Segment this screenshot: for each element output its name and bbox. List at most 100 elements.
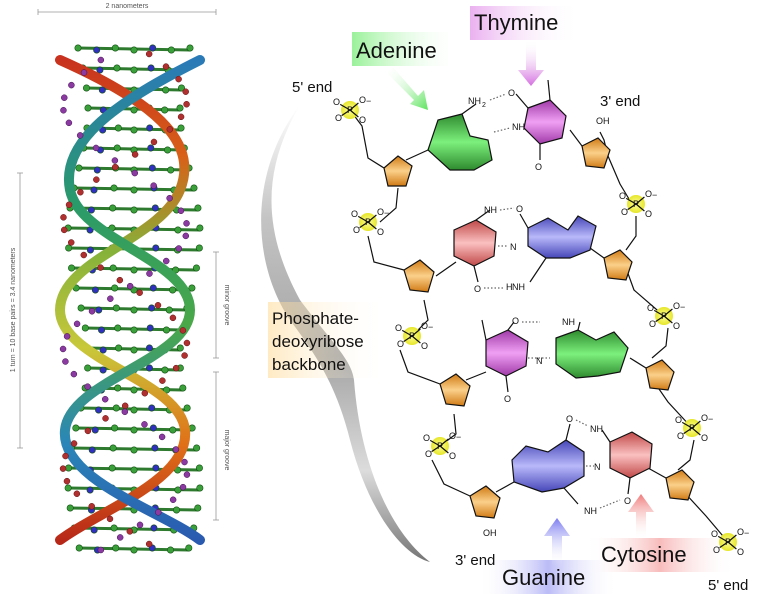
backbone-atom-pair [67,239,183,252]
backbone-atom-pair [97,264,153,277]
backbone-atom-pair [80,63,170,76]
negative-charge: − [680,302,685,312]
base-pair-rung [81,324,187,334]
svg-text:NH: NH [590,424,603,434]
backbone-atom-pair [61,88,189,101]
backbone-atom-pair [84,427,166,441]
cytosine-glow [585,538,735,572]
svg-text:N: N [594,462,601,472]
negative-charge: − [428,322,433,332]
negative-charge: − [456,432,461,442]
backbone-atom-pair [62,352,188,365]
svg-text:H: H [506,282,513,292]
base-pair-cytosine-guanine-1: NH O O N H NH [453,204,597,294]
svg-text:NH: NH [484,205,497,215]
backbone-atom-pair [102,415,148,428]
oxygen-atom: O [649,319,656,329]
backbone-atom-pair [121,402,129,416]
svg-text:NH: NH [512,122,525,132]
turn-label: 1 turn = 10 base pairs = 3.4 nanometers [10,247,17,372]
oxygen-atom: O [675,415,682,425]
base-pair-rung [75,544,193,554]
oxygen-atom: O [713,545,720,555]
oxygen-atom: O [377,207,384,217]
oxygen-atom: O [397,339,404,349]
backbone-ribbon-1 [54,55,191,545]
dna-3d-model: 2 nanometers 1 turn = 10 base pairs = 3.… [10,3,230,554]
backbone-atom-pair [73,314,177,328]
sugar-7 [469,485,501,519]
svg-text:O: O [566,414,573,424]
oxygen-atom: O [701,413,708,423]
base-pair-rung [64,224,204,234]
negative-charge: − [744,528,749,538]
guanine-label: Guanine [502,565,585,590]
svg-text:OH: OH [483,528,497,538]
oxygen-atom: O [619,191,626,201]
backbone-brace [261,105,430,562]
backbone-atom-pair [92,138,158,152]
svg-text:NH: NH [562,317,575,327]
oxygen-atom: O [701,433,708,443]
backbone-atom-pair [59,465,191,478]
backbone-atom-pair [97,50,153,64]
backbone-atom-pair [59,339,191,353]
svg-text:O: O [535,162,542,172]
svg-text:NH: NH [468,96,481,106]
backbone-atom-pair [70,440,180,453]
negative-charge: − [708,414,713,424]
atom-spheres [59,50,191,554]
oxygen-atom: O [621,207,628,217]
backbone-label-line-2: deoxyribose [272,332,364,351]
backbone-atom-pair [63,327,187,340]
thymine-arrow [518,40,544,86]
backbone-atom-pair [84,377,166,390]
backbone-label-line-1: Phosphate- [272,309,359,328]
svg-text:O: O [512,316,519,326]
svg-text:N: N [510,242,517,252]
thymine-base-2 [485,329,529,377]
base-pair-guanine-cytosine-2: O NH NH O N [511,414,653,516]
base-pair-rung [72,284,196,294]
minor-groove-bar: minor groove [213,251,230,359]
width-scale-bar: 2 nanometers [37,3,217,15]
glycosidic-bonds [405,129,667,493]
cytosine-base-2 [609,431,653,479]
thymine-label: Thymine [474,10,558,35]
oxygen-atom: O [449,431,456,441]
backbone-atom-pair [65,201,185,215]
sugar-4 [603,249,633,281]
svg-text:OH: OH [596,116,610,126]
major-groove-bar: major groove [213,371,230,521]
backbone-atom-pair [60,101,190,114]
width-label: 2 nanometers [106,3,149,10]
oxygen-atom: O [673,321,680,331]
svg-text:O: O [474,284,481,294]
base-pair-rung [72,424,196,434]
adenine-glow [352,32,462,66]
oxygen-atom: O [677,431,684,441]
base-pair-rung [84,104,184,114]
oxygen-atom: O [737,547,744,557]
turn-scale-bar: 1 turn = 10 base pairs = 3.4 nanometers [10,172,23,449]
backbone-atom-pair [116,276,134,290]
end-label-bottom-left: 3' end [455,552,495,569]
backbone-atom-pair [60,226,190,240]
adenine-arrow [386,66,428,110]
oxygen-atom: O [353,225,360,235]
backbone-atom-pair [60,214,190,227]
backbone-atom-pair [65,113,185,127]
oxygen-atom: O [425,449,432,459]
cytosine-base [453,219,497,267]
adenine-base [427,113,493,171]
backbone-atom-pair [101,389,149,403]
backbone-ribbon-2 [59,55,205,545]
backbone-atom-pair [68,75,182,89]
